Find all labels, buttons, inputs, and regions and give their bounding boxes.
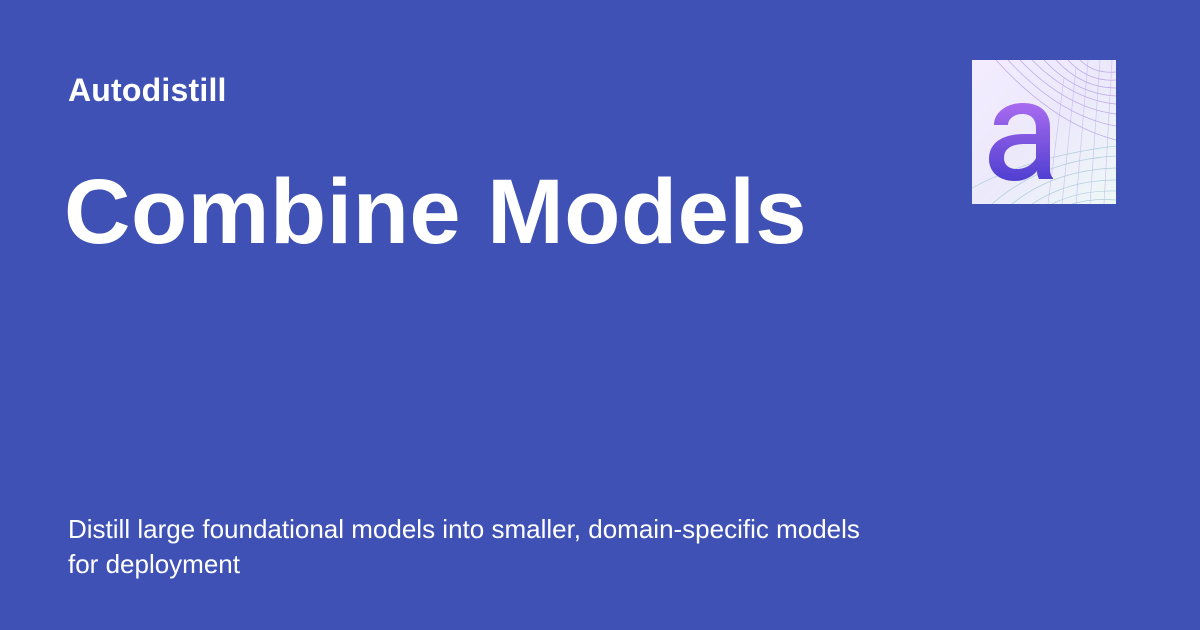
site-name: Autodistill bbox=[68, 72, 227, 108]
page-description: Distill large foundational models into s… bbox=[68, 514, 860, 579]
page-title: Combine Models bbox=[64, 161, 808, 263]
autodistill-logo-icon bbox=[972, 60, 1116, 204]
